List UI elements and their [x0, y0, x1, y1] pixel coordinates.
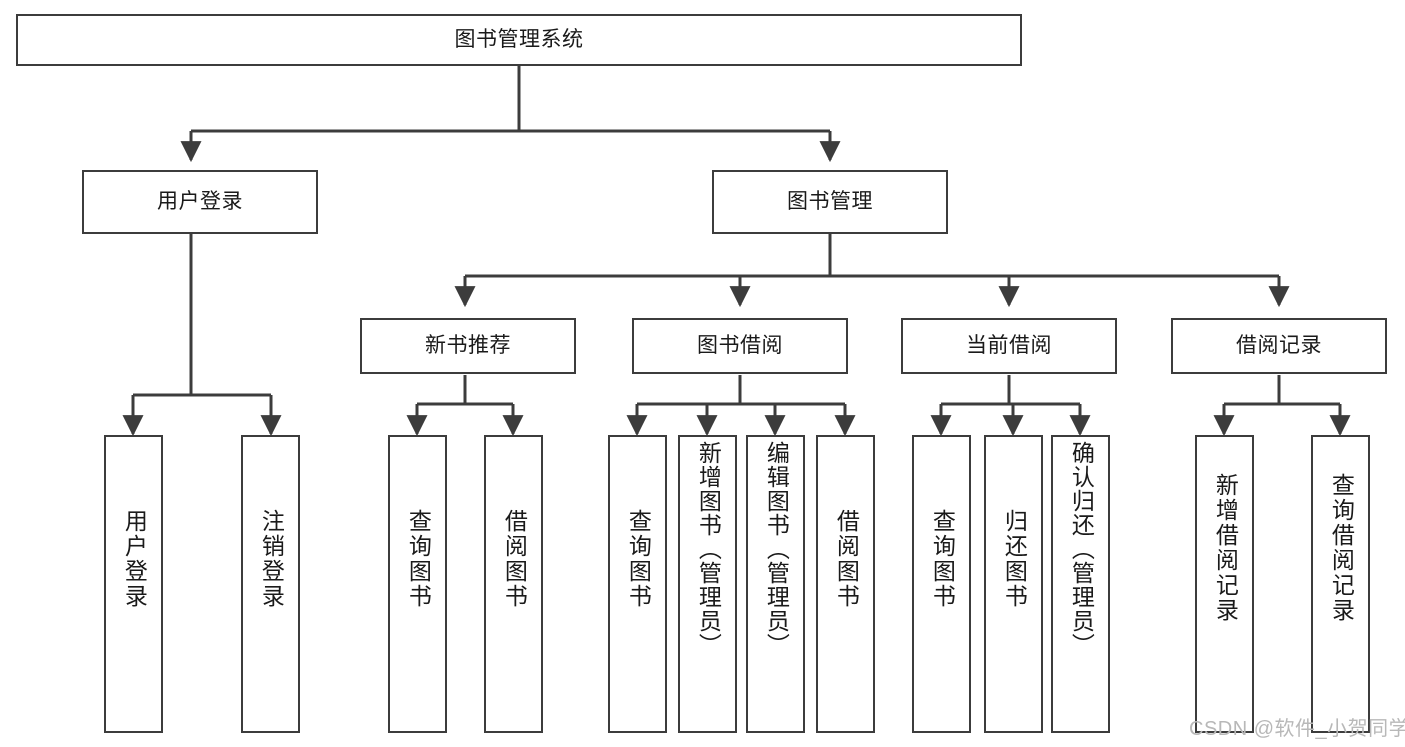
- leaf-add-book-admin[interactable]: 新增图书（管理员）: [678, 435, 737, 733]
- leaf-user-login[interactable]: 用户登录: [104, 435, 163, 733]
- node-book-management[interactable]: 图书管理: [712, 170, 948, 234]
- node-label: 借阅图书: [501, 509, 528, 609]
- leaf-query-borrow-record[interactable]: 查询借阅记录: [1311, 435, 1370, 733]
- node-label: 查询图书: [625, 509, 652, 609]
- node-root[interactable]: 图书管理系统: [16, 14, 1022, 66]
- leaf-add-borrow-record[interactable]: 新增借阅记录: [1195, 435, 1254, 733]
- node-label: 图书管理: [787, 190, 873, 214]
- node-label: 查询借阅记录: [1328, 473, 1355, 623]
- node-label: 查询图书: [929, 509, 956, 609]
- leaf-return-book[interactable]: 归还图书: [984, 435, 1043, 733]
- leaf-borrow-book-recommend[interactable]: 借阅图书: [484, 435, 543, 733]
- node-new-book-recommend[interactable]: 新书推荐: [360, 318, 576, 374]
- leaf-edit-book-admin[interactable]: 编辑图书（管理员）: [746, 435, 805, 733]
- leaf-query-book-current[interactable]: 查询图书: [912, 435, 971, 733]
- node-label: 归还图书: [1001, 509, 1028, 609]
- node-label: 图书借阅: [697, 334, 783, 358]
- node-label: 新增借阅记录: [1212, 473, 1239, 623]
- node-label: 注销登录: [258, 509, 285, 609]
- node-label: 借阅图书: [833, 509, 860, 609]
- csdn-watermark: CSDN @软件_小贺同学: [1189, 718, 1405, 740]
- leaf-query-book-borrow[interactable]: 查询图书: [608, 435, 667, 733]
- node-label: 图书管理系统: [454, 28, 584, 52]
- leaf-confirm-return-admin[interactable]: 确认归还（管理员）: [1051, 435, 1110, 733]
- node-borrow-record[interactable]: 借阅记录: [1171, 318, 1387, 374]
- leaf-query-book-recommend[interactable]: 查询图书: [388, 435, 447, 733]
- node-label: 借阅记录: [1236, 334, 1322, 358]
- node-label: 用户登录: [157, 190, 243, 214]
- node-book-borrow[interactable]: 图书借阅: [632, 318, 848, 374]
- node-label: 用户登录: [121, 509, 148, 609]
- node-label: 新书推荐: [425, 334, 511, 358]
- node-label: 编辑图书（管理员）: [763, 441, 790, 657]
- node-current-borrow[interactable]: 当前借阅: [901, 318, 1117, 374]
- leaf-logout[interactable]: 注销登录: [241, 435, 300, 733]
- leaf-borrow-book[interactable]: 借阅图书: [816, 435, 875, 733]
- node-label: 新增图书（管理员）: [695, 441, 722, 657]
- node-label: 当前借阅: [966, 334, 1052, 358]
- node-label: 查询图书: [405, 509, 432, 609]
- node-user-login[interactable]: 用户登录: [82, 170, 318, 234]
- node-label: 确认归还（管理员）: [1068, 441, 1095, 657]
